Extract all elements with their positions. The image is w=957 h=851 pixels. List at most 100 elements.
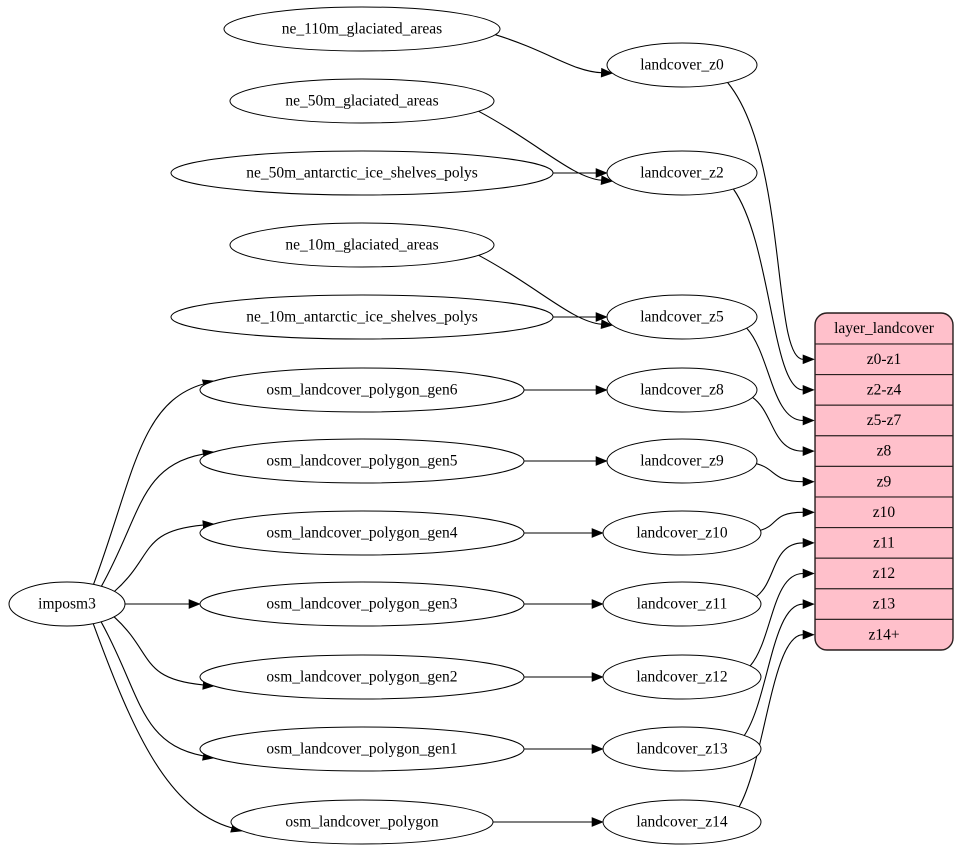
layer-table-row-z14plus-cell[interactable] bbox=[815, 618, 953, 650]
node-landcover_z10[interactable]: landcover_z10 bbox=[602, 510, 762, 556]
layer-table-row-z10-cell[interactable] bbox=[815, 496, 953, 529]
edge-landcover_z0-to-row-z0-z1 bbox=[727, 82, 815, 365]
node-landcover_z12[interactable]: landcover_z12 bbox=[602, 654, 762, 700]
node-landcover_z8[interactable]: landcover_z8 bbox=[606, 367, 758, 413]
layer-table-row-z9-label: z9 bbox=[877, 473, 892, 490]
edge-landcover_z9-to-row-z9 bbox=[756, 463, 815, 487]
node-osm_landcover_polygon_gen2[interactable]: osm_landcover_polygon_gen2 bbox=[199, 654, 525, 700]
edge-landcover_z2-to-row-z2-z4-arrowhead bbox=[802, 385, 815, 395]
edge-landcover_z5-to-row-z5-z7 bbox=[746, 327, 815, 426]
node-shape-osm_landcover_polygon_gen6 bbox=[199, 367, 525, 413]
edge-landcover_z2-to-row-z2-z4 bbox=[732, 188, 815, 395]
node-landcover_z9[interactable]: landcover_z9 bbox=[606, 438, 758, 484]
edge-ne_50m_glaciated_areas-to-landcover_z2 bbox=[478, 110, 614, 185]
edge-ne_10m_glaciated_areas-to-landcover_z5-line bbox=[478, 254, 602, 325]
node-label-landcover_z13: landcover_z13 bbox=[636, 741, 727, 758]
node-shape-ne_110m_glaciated_areas bbox=[223, 6, 501, 52]
edge-landcover_z12-to-row-z12-arrowhead bbox=[802, 568, 815, 579]
node-shape-imposm3 bbox=[8, 581, 126, 627]
node-shape-osm_landcover_polygon_gen5 bbox=[199, 438, 525, 484]
edge-osm_landcover_polygon_gen2-to-landcover_z12-arrowhead bbox=[591, 672, 604, 682]
edge-ne_10m_antarctic_ice_shelves_polys-to-landcover_z5-arrowhead bbox=[595, 312, 608, 322]
edge-landcover_z11-to-row-z11 bbox=[756, 538, 815, 598]
node-label-osm_landcover_polygon_gen1: osm_landcover_polygon_gen1 bbox=[266, 741, 457, 758]
layer-landcover-table: layer_landcoverz0-z1z2-z4z5-z7z8z9z10z11… bbox=[814, 312, 954, 651]
node-shape-landcover_z2 bbox=[606, 150, 758, 196]
edge-ne_10m_glaciated_areas-to-landcover_z5-arrowhead bbox=[600, 319, 614, 329]
edge-ne_50m_glaciated_areas-to-landcover_z2-line bbox=[478, 110, 602, 181]
node-label-landcover_z14: landcover_z14 bbox=[636, 814, 727, 831]
edge-landcover_z0-to-row-z0-z1-arrowhead bbox=[802, 354, 815, 365]
layer-table-row-z12-label: z12 bbox=[873, 565, 895, 582]
node-landcover_z5[interactable]: landcover_z5 bbox=[606, 294, 758, 340]
node-osm_landcover_polygon_gen1[interactable]: osm_landcover_polygon_gen1 bbox=[199, 726, 525, 772]
edge-ne_110m_glaciated_areas-to-landcover_z0 bbox=[495, 34, 614, 78]
edge-imposm3-to-osm_landcover_polygon_gen3 bbox=[125, 599, 201, 609]
node-osm_landcover_polygon_gen5[interactable]: osm_landcover_polygon_gen5 bbox=[199, 438, 525, 484]
node-label-osm_landcover_polygon: osm_landcover_polygon bbox=[285, 814, 439, 831]
edge-osm_landcover_polygon_gen6-to-landcover_z8-arrowhead bbox=[595, 385, 608, 395]
node-label-landcover_z12: landcover_z12 bbox=[636, 669, 727, 686]
nodes-layer: imposm3 ne_110m_glaciated_areas ne_50m_gla… bbox=[8, 6, 762, 845]
node-osm_landcover_polygon_gen6[interactable]: osm_landcover_polygon_gen6 bbox=[199, 367, 525, 413]
layer-table-header-label: layer_landcover bbox=[834, 320, 935, 337]
edge-landcover_z5-to-row-z5-z7-line bbox=[746, 327, 804, 422]
edge-landcover_z13-to-row-z13-line bbox=[743, 603, 804, 736]
node-ne_10m_antarctic_ice_shelves_polys[interactable]: ne_10m_antarctic_ice_shelves_polys bbox=[170, 294, 554, 340]
edge-landcover_z12-to-row-z12-line bbox=[749, 572, 804, 667]
node-landcover_z11[interactable]: landcover_z11 bbox=[602, 581, 762, 627]
node-landcover_z0[interactable]: landcover_z0 bbox=[606, 42, 758, 88]
node-label-landcover_z2: landcover_z2 bbox=[640, 165, 724, 182]
edge-osm_landcover_polygon-to-landcover_z14-arrowhead bbox=[591, 817, 604, 827]
edge-ne_110m_glaciated_areas-to-landcover_z0-arrowhead bbox=[600, 67, 614, 78]
node-landcover_z2[interactable]: landcover_z2 bbox=[606, 150, 758, 196]
edge-landcover_z13-to-row-z13 bbox=[743, 599, 815, 736]
edge-landcover_z10-to-row-z10-arrowhead bbox=[802, 507, 815, 518]
node-label-landcover_z8: landcover_z8 bbox=[640, 382, 724, 399]
layer-table-row-z9-cell[interactable] bbox=[815, 465, 953, 498]
node-shape-landcover_z10 bbox=[602, 510, 762, 556]
node-shape-osm_landcover_polygon_gen2 bbox=[199, 654, 525, 700]
node-label-landcover_z0: landcover_z0 bbox=[640, 57, 724, 74]
layer-table-row-z2-z4-label: z2-z4 bbox=[867, 381, 902, 398]
layer-table-row-z13-cell[interactable] bbox=[815, 588, 953, 620]
node-landcover_z13[interactable]: landcover_z13 bbox=[602, 726, 762, 772]
node-label-osm_landcover_polygon_gen2: osm_landcover_polygon_gen2 bbox=[266, 669, 457, 686]
edge-landcover_z14-to-row-z14plus-arrowhead bbox=[802, 629, 815, 640]
layer-table-row-z5-z7-cell[interactable] bbox=[815, 404, 953, 437]
layer-table-outline bbox=[814, 312, 954, 651]
node-landcover_z14[interactable]: landcover_z14 bbox=[602, 799, 762, 845]
edge-landcover_z9-to-row-z9-line bbox=[756, 463, 804, 483]
edge-imposm3-to-osm_landcover_polygon_gen5-line bbox=[100, 453, 204, 587]
edge-landcover_z14-to-row-z14plus bbox=[738, 629, 815, 808]
node-label-ne_50m_antarctic_ice_shelves_polys: ne_50m_antarctic_ice_shelves_polys bbox=[246, 165, 478, 182]
node-ne_50m_antarctic_ice_shelves_polys[interactable]: ne_50m_antarctic_ice_shelves_polys bbox=[170, 150, 554, 196]
node-ne_50m_glaciated_areas[interactable]: ne_50m_glaciated_areas bbox=[229, 78, 495, 124]
edge-landcover_z2-to-row-z2-z4-line bbox=[732, 188, 804, 391]
layer-table-row-z14plus-label: z14+ bbox=[868, 626, 899, 643]
node-label-osm_landcover_polygon_gen6: osm_landcover_polygon_gen6 bbox=[266, 382, 457, 399]
node-ne_10m_glaciated_areas[interactable]: ne_10m_glaciated_areas bbox=[229, 222, 495, 268]
edges-layer bbox=[92, 34, 815, 833]
edge-ne_110m_glaciated_areas-to-landcover_z0-line bbox=[495, 34, 602, 74]
edge-imposm3-to-osm_landcover_polygon_gen4-line bbox=[114, 524, 204, 592]
node-osm_landcover_polygon[interactable]: osm_landcover_polygon bbox=[230, 799, 494, 845]
node-ne_110m_glaciated_areas[interactable]: ne_110m_glaciated_areas bbox=[223, 6, 501, 52]
edge-landcover_z12-to-row-z12 bbox=[749, 568, 815, 667]
node-label-osm_landcover_polygon_gen3: osm_landcover_polygon_gen3 bbox=[266, 596, 457, 613]
node-label-osm_landcover_polygon_gen4: osm_landcover_polygon_gen4 bbox=[266, 525, 457, 542]
edge-osm_landcover_polygon_gen4-to-landcover_z10-arrowhead bbox=[591, 528, 604, 538]
edge-landcover_z8-to-row-z8 bbox=[752, 396, 815, 456]
edge-osm_landcover_polygon_gen6-to-landcover_z8 bbox=[524, 385, 608, 395]
edge-imposm3-to-osm_landcover_polygon_gen6-line bbox=[92, 383, 204, 585]
node-shape-ne_10m_antarctic_ice_shelves_polys bbox=[170, 294, 554, 340]
node-imposm3[interactable]: imposm3 bbox=[8, 581, 126, 627]
node-osm_landcover_polygon_gen4[interactable]: osm_landcover_polygon_gen4 bbox=[199, 510, 525, 556]
edge-landcover_z11-to-row-z11-arrowhead bbox=[802, 538, 815, 548]
node-osm_landcover_polygon_gen3[interactable]: osm_landcover_polygon_gen3 bbox=[199, 581, 525, 627]
edge-landcover_z14-to-row-z14plus-line bbox=[738, 634, 804, 808]
node-shape-ne_50m_glaciated_areas bbox=[229, 78, 495, 124]
node-shape-landcover_z8 bbox=[606, 367, 758, 413]
edge-ne_50m_antarctic_ice_shelves_polys-to-landcover_z2-arrowhead bbox=[595, 168, 608, 178]
layer-table-row-z13-label: z13 bbox=[873, 596, 896, 613]
